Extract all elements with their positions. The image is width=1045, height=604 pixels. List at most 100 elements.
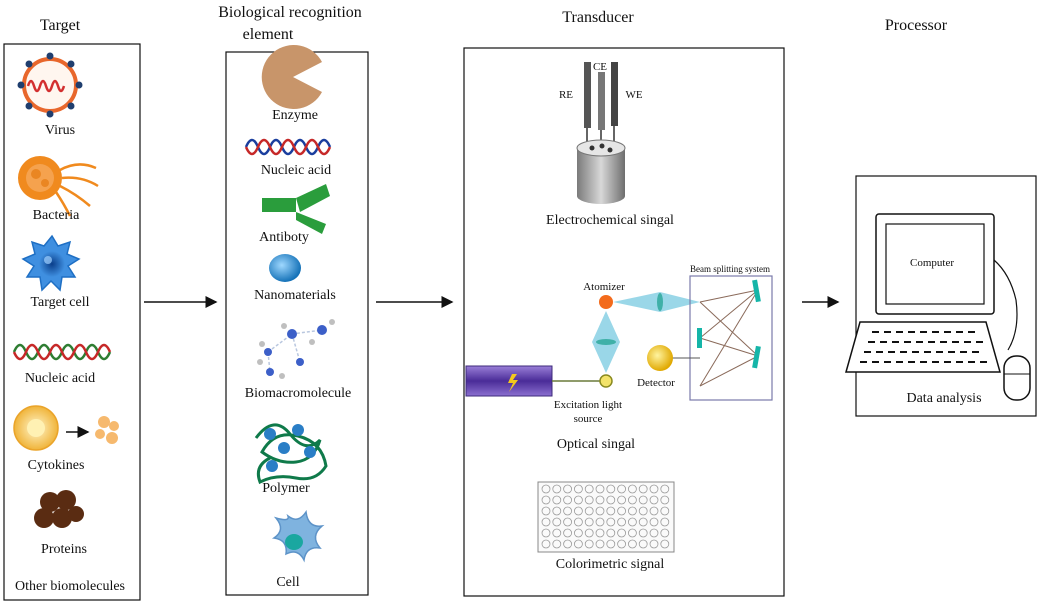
well: [595, 506, 605, 516]
well: [595, 539, 605, 549]
well: [563, 517, 572, 527]
well: [638, 517, 648, 527]
virus-icon: [17, 52, 83, 118]
well: [660, 484, 670, 494]
well: [552, 495, 562, 505]
well: [574, 506, 583, 516]
antibody-icon: [262, 184, 330, 234]
bre-title-line1: Biological recognition: [218, 4, 362, 21]
biomacromolecule-icon: [257, 319, 335, 379]
well: [628, 517, 637, 527]
well: [660, 495, 670, 505]
well: [628, 539, 637, 549]
excitation-label-line1: Excitation light: [554, 399, 622, 411]
computer-label: Computer: [910, 257, 954, 269]
target-nucleic-acid-label: Nucleic acid: [25, 371, 95, 386]
beam-splitting-label: Beam splitting system: [690, 264, 770, 274]
well: [563, 495, 572, 505]
bre-antibody-label: Antiboty: [259, 230, 309, 245]
bre-cell-icon: [271, 509, 325, 563]
cytokines-icon: [13, 405, 119, 451]
well: [628, 528, 637, 538]
well: [574, 539, 583, 549]
well: [617, 528, 626, 538]
well: [660, 506, 670, 516]
well: [563, 506, 572, 516]
well: [617, 484, 626, 494]
well: [563, 528, 572, 538]
optical-setup: [465, 275, 773, 401]
well: [552, 528, 562, 538]
well: [638, 506, 648, 516]
well: [574, 528, 583, 538]
well: [595, 528, 605, 538]
processor-box: [855, 175, 1037, 417]
target-other-label: Other biomolecules: [15, 579, 125, 594]
target-proteins-label: Proteins: [41, 542, 87, 557]
well: [606, 539, 616, 549]
bre-box: [225, 51, 369, 596]
well: [649, 506, 659, 516]
target-bacteria-label: Bacteria: [33, 208, 80, 223]
target-cytokines-label: Cytokines: [28, 458, 85, 473]
polymer-icon: [254, 423, 328, 485]
well: [649, 495, 659, 505]
well: [541, 495, 551, 505]
well: [606, 528, 616, 538]
well: [606, 484, 616, 494]
well: [563, 539, 572, 549]
well: [638, 495, 648, 505]
bre-polymer-label: Polymer: [262, 481, 310, 496]
optical-label: Optical singal: [557, 437, 635, 452]
well: [584, 528, 594, 538]
well: [628, 495, 637, 505]
well: [660, 528, 670, 538]
well: [617, 539, 626, 549]
excitation-source-dot: [599, 374, 613, 388]
target-dna-icon: [12, 343, 112, 361]
well: [606, 506, 616, 516]
beam-splitting-box: [689, 275, 773, 401]
well: [541, 517, 551, 527]
well: [595, 517, 605, 527]
well: [541, 484, 551, 494]
well: [638, 484, 648, 494]
detector-label: Detector: [637, 377, 675, 389]
well: [541, 539, 551, 549]
well: [638, 528, 648, 538]
bacteria-icon: [18, 156, 99, 217]
well: [606, 495, 616, 505]
target-title: Target: [40, 17, 81, 34]
bre-nucleic-acid-label: Nucleic acid: [261, 163, 331, 178]
well: [584, 506, 594, 516]
target-cell-label: Target cell: [30, 295, 89, 310]
proteins-icon: [34, 490, 84, 528]
enzyme-icon: [261, 44, 322, 109]
we-label: WE: [625, 89, 642, 101]
well: [563, 484, 572, 494]
well: [552, 517, 562, 527]
detector-dot: [647, 345, 673, 371]
well: [584, 539, 594, 549]
well: [595, 484, 605, 494]
well: [649, 517, 659, 527]
bre-biomacromolecule-label: Biomacromolecule: [245, 386, 352, 401]
well: [638, 539, 648, 549]
well: [617, 517, 626, 527]
excitation-label-line2: source: [574, 413, 603, 425]
colorimetric-label: Colorimetric signal: [556, 557, 665, 572]
target-virus-label: Virus: [45, 123, 75, 138]
well: [617, 495, 626, 505]
computer-icon: [845, 213, 1031, 401]
well: [584, 495, 594, 505]
well: [606, 517, 616, 527]
bre-enzyme-label: Enzyme: [272, 108, 318, 123]
target-cell-icon: [21, 234, 81, 292]
transducer-title: Transducer: [562, 9, 634, 26]
well: [584, 517, 594, 527]
target-box: [3, 43, 141, 601]
well: [617, 506, 626, 516]
well: [660, 539, 670, 549]
well: [595, 495, 605, 505]
well: [628, 506, 637, 516]
